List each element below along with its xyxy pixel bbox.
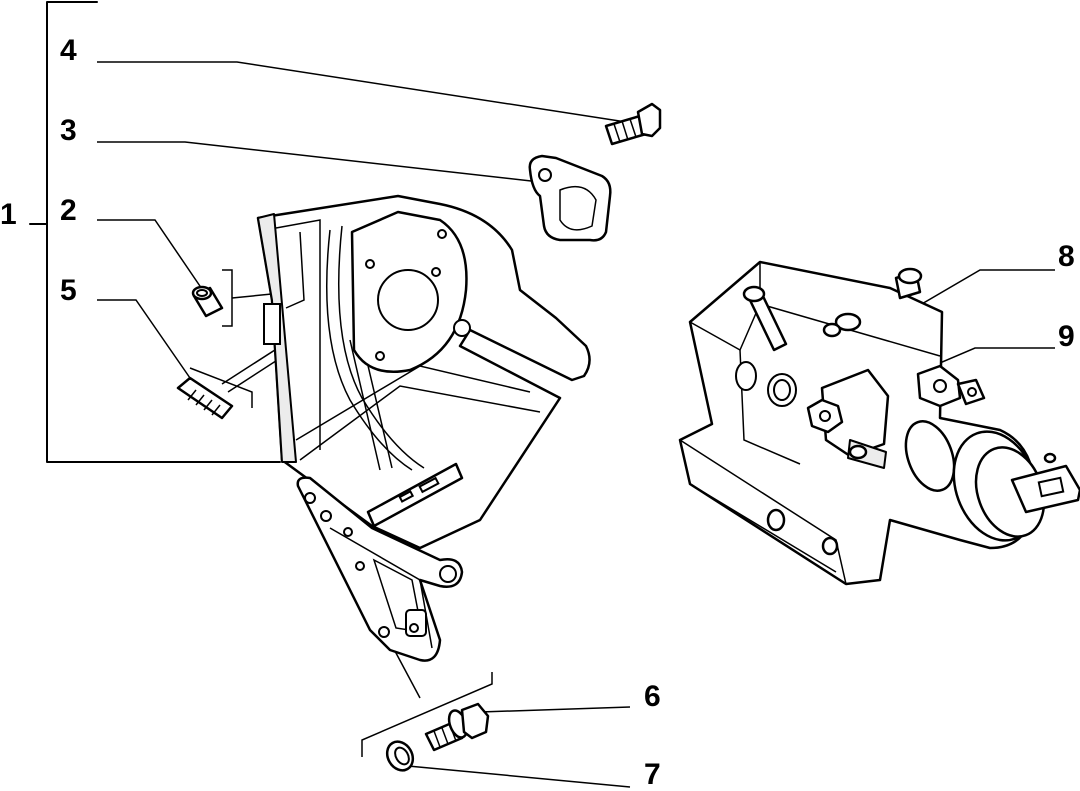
callout-3: 3 bbox=[60, 114, 77, 147]
leader-3 bbox=[97, 141, 541, 183]
group-bracket-1 bbox=[29, 1, 281, 463]
bolt-part-4 bbox=[604, 102, 662, 146]
callout-8: 8 bbox=[1058, 240, 1075, 273]
stud-part-5 bbox=[176, 376, 234, 420]
leader-4 bbox=[97, 61, 627, 123]
flange-bolt-part-6 bbox=[424, 702, 490, 752]
leader-6 bbox=[479, 706, 631, 713]
clamp-part-3 bbox=[528, 154, 612, 242]
callout-5: 5 bbox=[60, 274, 77, 307]
callout-6: 6 bbox=[644, 680, 661, 713]
leader-2 bbox=[97, 219, 205, 293]
bracket-housing-part-1 bbox=[256, 194, 591, 662]
leader-7 bbox=[407, 765, 631, 788]
callout-9: 9 bbox=[1058, 320, 1075, 353]
callout-1: 1 bbox=[0, 198, 17, 231]
leader-5 bbox=[97, 299, 191, 379]
callout-4: 4 bbox=[60, 34, 77, 67]
callout-2: 2 bbox=[60, 194, 77, 227]
callout-7: 7 bbox=[644, 758, 661, 791]
bushing-part-2 bbox=[191, 285, 224, 318]
pump-unit bbox=[678, 260, 1080, 586]
washer-part-7 bbox=[385, 740, 415, 772]
